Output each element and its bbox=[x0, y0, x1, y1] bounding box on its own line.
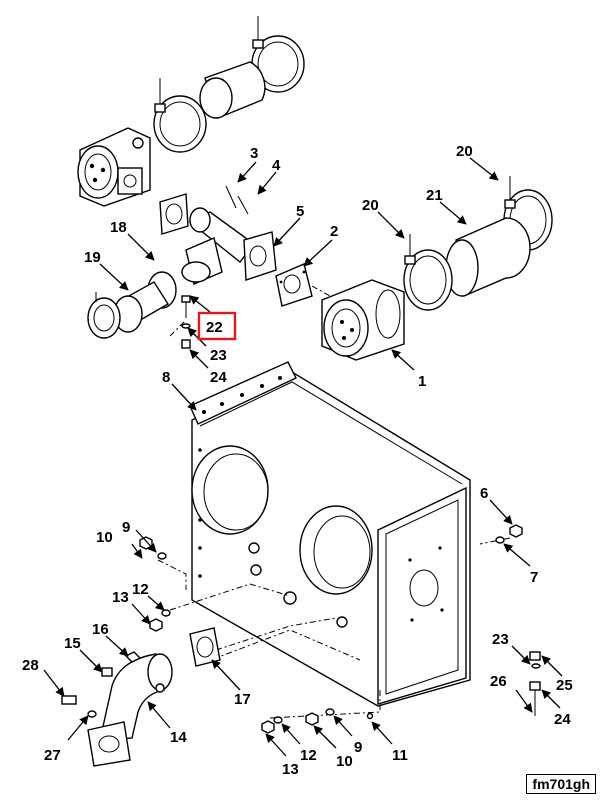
callout-12b: 12 bbox=[300, 747, 317, 764]
callout-12: 12 bbox=[132, 581, 149, 598]
callout-9b: 9 bbox=[354, 739, 362, 756]
callout-19: 19 bbox=[84, 249, 101, 266]
callout-20b: 20 bbox=[362, 197, 379, 214]
callout-7: 7 bbox=[530, 569, 538, 586]
upper-elbow-housing bbox=[77, 127, 151, 207]
main-housing bbox=[189, 361, 471, 707]
callout-25: 25 bbox=[556, 677, 573, 694]
callout-6: 6 bbox=[480, 485, 488, 502]
gasket-left bbox=[159, 193, 189, 235]
callout-22: 22 bbox=[206, 319, 223, 336]
callout-1: 1 bbox=[418, 373, 426, 390]
upper-clamp-assembly bbox=[153, 16, 305, 153]
outlet-elbow-pipe bbox=[87, 653, 173, 767]
callout-17: 17 bbox=[234, 691, 251, 708]
callout-13: 13 bbox=[112, 589, 129, 606]
callout-27: 27 bbox=[44, 747, 61, 764]
callout-13b: 13 bbox=[282, 761, 299, 778]
leader-arrows bbox=[43, 157, 563, 757]
callout-5: 5 bbox=[296, 203, 304, 220]
gasket-right bbox=[275, 263, 313, 307]
tee-pipe-assembly bbox=[181, 185, 277, 285]
callout-2: 2 bbox=[330, 223, 338, 240]
callout-23b: 23 bbox=[492, 631, 509, 648]
right-clamp-assembly bbox=[403, 176, 553, 311]
callout-26: 26 bbox=[490, 673, 507, 690]
callout-28: 28 bbox=[22, 657, 39, 674]
highlight-box bbox=[197, 311, 237, 341]
callout-4: 4 bbox=[272, 157, 281, 174]
callout-16: 16 bbox=[92, 621, 109, 638]
callout-21: 21 bbox=[426, 187, 443, 204]
mounting-flange-holes bbox=[202, 376, 282, 414]
figure-id-label: fm701gh bbox=[526, 774, 596, 794]
callout-14: 14 bbox=[170, 729, 187, 746]
callout-15: 15 bbox=[64, 635, 81, 652]
flange-gasket-17 bbox=[189, 627, 221, 667]
callout-9: 9 bbox=[122, 519, 130, 536]
callout-10b: 10 bbox=[336, 753, 353, 770]
callout-10: 10 bbox=[96, 529, 113, 546]
highlighted-callout-22[interactable]: 22 bbox=[197, 311, 237, 341]
stud-nut-set bbox=[181, 295, 191, 349]
callout-20: 20 bbox=[456, 143, 473, 160]
callout-3: 3 bbox=[250, 145, 258, 162]
callout-11: 11 bbox=[392, 747, 408, 764]
callout-24: 24 bbox=[210, 369, 227, 386]
hardware-fasteners bbox=[61, 524, 541, 734]
callout-23: 23 bbox=[210, 347, 227, 364]
right-elbow-housing bbox=[321, 279, 405, 361]
callout-24b: 24 bbox=[554, 711, 571, 728]
callout-labels: 1 2 3 4 5 6 7 8 9 9 10 10 11 12 12 13 13… bbox=[22, 143, 573, 778]
callout-8: 8 bbox=[162, 369, 170, 386]
assembly-centerlines bbox=[157, 285, 511, 719]
left-clamp-set bbox=[87, 271, 177, 339]
callout-18: 18 bbox=[110, 219, 127, 236]
